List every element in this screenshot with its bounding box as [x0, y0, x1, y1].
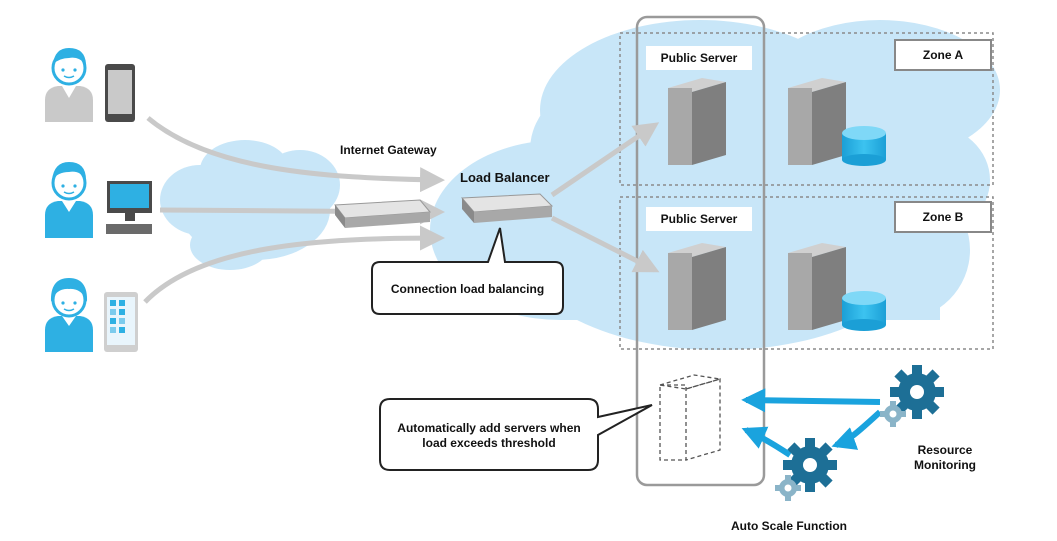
zone-b-label: Zone B: [894, 201, 992, 233]
connection-callout-text: Connection load balancing: [390, 282, 545, 296]
internet-gateway-icon: [334, 199, 432, 228]
autoscale-callout-line-1: Automatically add servers when: [397, 421, 581, 435]
traffic-arrows: [143, 116, 660, 304]
server-icon: [668, 243, 726, 330]
resource-monitoring-line-2: Monitoring: [914, 458, 976, 472]
zone-a-boundary: [619, 32, 994, 186]
load-balancer-icon: [460, 193, 554, 223]
database-icon: [842, 126, 886, 166]
auto-scale-function-label: Auto Scale Function: [731, 519, 848, 533]
user-smartphone-icon: [45, 48, 135, 122]
connection-callout-bubble: [371, 227, 564, 315]
internet-gateway-label: Internet Gateway: [340, 143, 437, 157]
auto-scale-gear-icon: [775, 438, 837, 501]
zone-a-label: Zone A: [894, 39, 992, 71]
server-icon: [788, 243, 846, 330]
user-desktop-icon: [45, 162, 152, 238]
zone-b-boundary: [619, 196, 994, 350]
new-server-placeholder-icon: [659, 374, 721, 461]
autoscale-callout-text: Automatically add servers when load exce…: [380, 421, 598, 451]
server-icon: [668, 78, 726, 165]
resource-monitoring-gear-icon: [880, 365, 944, 427]
autoscale-callout-bubble: [379, 398, 653, 471]
autoscale-callout-line-2: load exceeds threshold: [422, 436, 556, 450]
scaling-arrows: [741, 388, 883, 458]
resource-monitoring-line-1: Resource: [917, 443, 973, 457]
resource-monitoring-label: Resource Monitoring: [895, 443, 995, 473]
server-icon: [788, 78, 846, 165]
load-balancer-label: Load Balancer: [460, 170, 550, 185]
user-tablet-icon: [45, 278, 138, 352]
public-server-a-label: Public Server: [646, 46, 752, 70]
database-icon: [842, 291, 886, 331]
public-server-b-label: Public Server: [646, 207, 752, 231]
